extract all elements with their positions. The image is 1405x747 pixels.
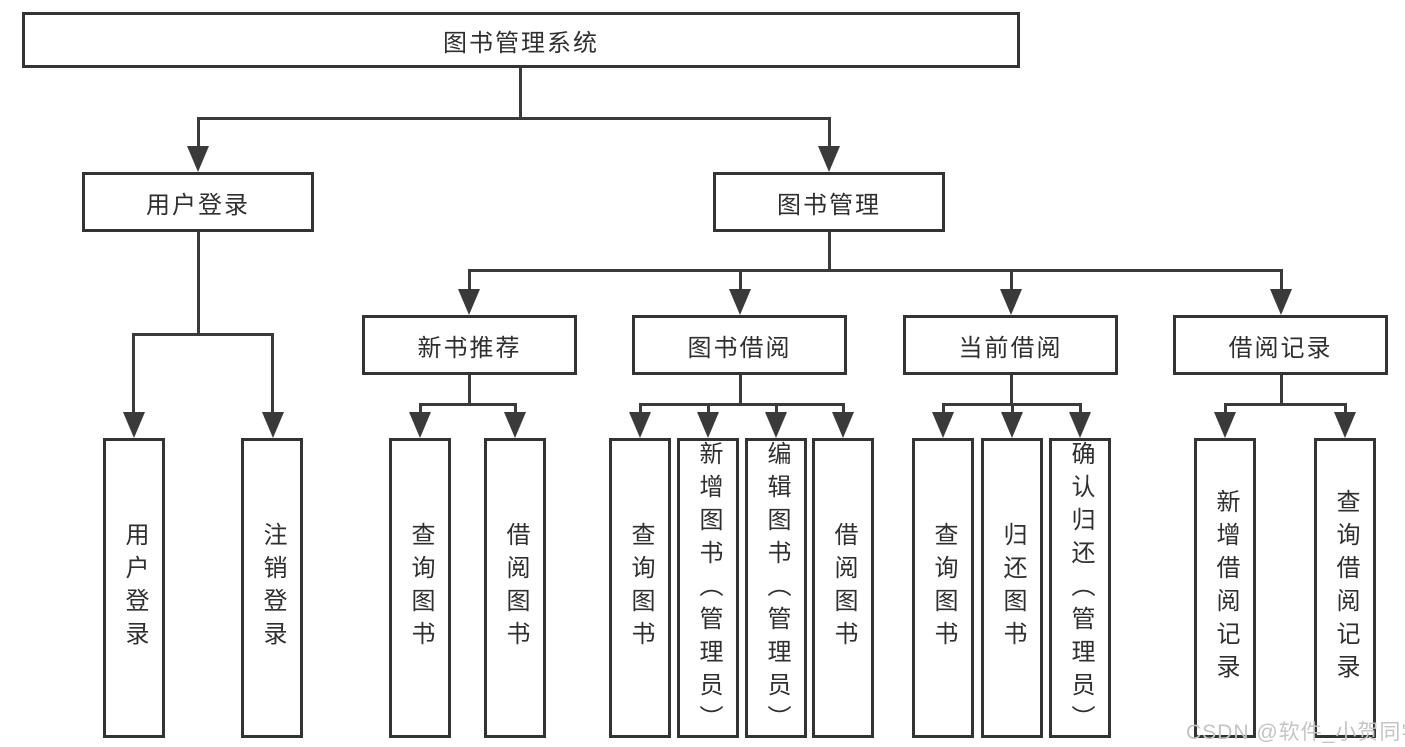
arrowhead-down-icon	[818, 146, 840, 172]
arrowhead-down-icon	[1001, 412, 1023, 438]
connector-line	[739, 269, 742, 291]
node-label: 图书管理	[777, 191, 881, 219]
leaf-logout: 注销登录	[241, 438, 303, 738]
arrowhead-down-icon	[1270, 289, 1292, 315]
leaf-query-borrow-record: 查询借阅记录	[1314, 438, 1376, 738]
connector-line	[828, 117, 831, 149]
arrowhead-down-icon	[458, 289, 480, 315]
connector-line	[1280, 375, 1283, 405]
arrowhead-down-icon	[262, 412, 284, 438]
leaf-query-books-borrowing: 查询图书	[609, 438, 671, 738]
connector-line	[842, 403, 845, 415]
node-label: 借阅图书	[830, 522, 857, 654]
node-label: 查询借阅记录	[1332, 489, 1359, 687]
connector-line	[271, 333, 274, 413]
arrowhead-down-icon	[1000, 289, 1022, 315]
watermark: CSDN @软件_小贺同学	[1186, 721, 1405, 744]
connector-line	[639, 403, 845, 406]
leaf-add-book-admin: 新增图书（管理员）	[677, 438, 739, 738]
leaf-edit-book-admin: 编辑图书（管理员）	[745, 438, 807, 738]
arrowhead-down-icon	[932, 412, 954, 438]
node-label: 借阅图书	[502, 522, 529, 654]
node-label: 借阅记录	[1228, 334, 1333, 362]
leaf-query-books-recommend: 查询图书	[389, 438, 451, 738]
connector-line	[828, 232, 831, 272]
node-label: 确认归还（管理员）	[1067, 441, 1094, 738]
connector-line	[468, 269, 471, 291]
leaf-add-borrow-record: 新增借阅记录	[1194, 438, 1256, 738]
node-current-borrowing: 当前借阅	[903, 315, 1118, 375]
node-label: 查询图书	[627, 522, 654, 654]
leaf-return-books: 归还图书	[981, 438, 1043, 738]
connector-line	[468, 269, 1282, 272]
connector-line	[519, 68, 522, 118]
arrowhead-down-icon	[729, 289, 751, 315]
arrowhead-down-icon	[187, 146, 209, 172]
node-user-login: 用户登录	[82, 172, 314, 232]
leaf-user-login: 用户登录	[103, 438, 165, 738]
connector-line	[468, 375, 471, 405]
connector-line	[419, 403, 422, 415]
connector-line	[739, 375, 742, 405]
arrowhead-down-icon	[1214, 412, 1236, 438]
connector-line	[1011, 403, 1014, 415]
connector-line	[707, 403, 710, 415]
connector-line	[1079, 403, 1082, 415]
node-label: 用户登录	[121, 522, 148, 654]
connector-line	[197, 117, 200, 149]
arrowhead-down-icon	[697, 412, 719, 438]
node-label: 新增借阅记录	[1212, 489, 1239, 687]
connector-line	[942, 403, 945, 415]
node-label: 新增图书（管理员）	[695, 441, 722, 738]
node-label: 当前借阅	[958, 334, 1063, 362]
node-book-management: 图书管理	[713, 172, 945, 232]
node-borrowing-records: 借阅记录	[1173, 315, 1388, 375]
leaf-query-books-current: 查询图书	[912, 438, 974, 738]
arrowhead-down-icon	[832, 412, 854, 438]
node-label: 编辑图书（管理员）	[763, 441, 790, 738]
node-book-borrowing: 图书借阅	[632, 315, 847, 375]
connector-line	[1344, 403, 1347, 415]
arrowhead-down-icon	[1334, 412, 1356, 438]
leaf-borrow-books-borrowing: 借阅图书	[812, 438, 874, 738]
connector-line	[514, 403, 517, 415]
node-label: 查询图书	[930, 522, 957, 654]
connector-line	[197, 232, 200, 335]
node-label: 图书管理系统	[443, 29, 599, 57]
node-label: 查询图书	[407, 522, 434, 654]
node-new-book-recommendation: 新书推荐	[362, 315, 577, 375]
connector-line	[1280, 269, 1283, 291]
connector-line	[197, 117, 831, 120]
node-label: 用户登录	[146, 191, 250, 219]
connector-line	[639, 403, 642, 415]
arrowhead-down-icon	[765, 412, 787, 438]
connector-line	[775, 403, 778, 415]
connector-line	[1010, 375, 1013, 405]
connector-line	[1224, 403, 1227, 415]
node-label: 归还图书	[999, 522, 1026, 654]
leaf-borrow-books-recommend: 借阅图书	[484, 438, 546, 738]
arrowhead-down-icon	[409, 412, 431, 438]
arrowhead-down-icon	[1069, 412, 1091, 438]
node-label: 图书借阅	[687, 334, 792, 362]
node-label: 新书推荐	[417, 334, 522, 362]
arrowhead-down-icon	[123, 412, 145, 438]
leaf-confirm-return-admin: 确认归还（管理员）	[1049, 438, 1111, 738]
connector-line	[1010, 269, 1013, 291]
connector-line	[132, 333, 274, 336]
arrowhead-down-icon	[504, 412, 526, 438]
connector-line	[419, 403, 517, 406]
arrowhead-down-icon	[629, 412, 651, 438]
connector-line	[132, 333, 135, 413]
connector-line	[1224, 403, 1347, 406]
node-book-management-system: 图书管理系统	[22, 12, 1020, 68]
node-label: 注销登录	[259, 522, 286, 654]
